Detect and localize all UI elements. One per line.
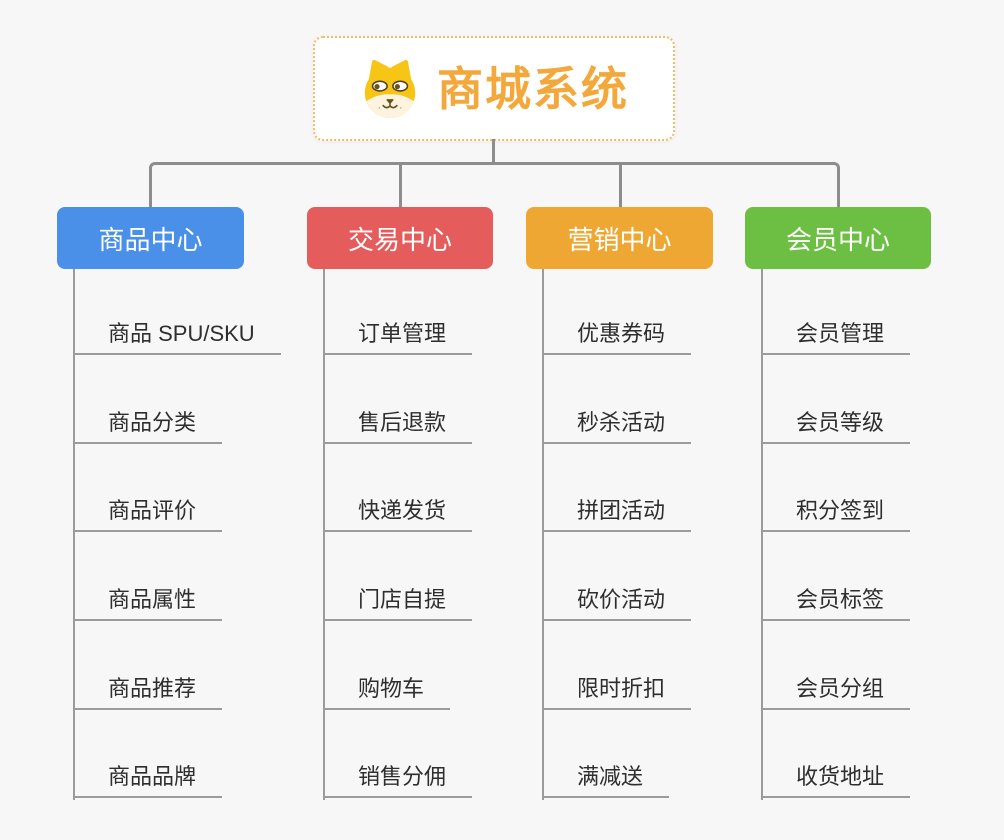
child-topic[interactable]: 商品品牌 <box>75 766 223 798</box>
root-title: 商城系统 <box>437 62 629 115</box>
branch-box-member-center[interactable]: 会员中心 <box>745 207 931 269</box>
branch-label: 会员中心 <box>785 224 890 255</box>
child-topic[interactable]: 商品评价 <box>75 500 223 532</box>
branch-children-marketing: 优惠券码 秒杀活动 拼团活动 砍价活动 限时折扣 满减送 <box>542 269 692 800</box>
child-topic[interactable]: 秒杀活动 <box>544 412 692 444</box>
connector-bus <box>148 162 840 207</box>
child-topic[interactable]: 商品分类 <box>75 412 223 444</box>
child-topic[interactable]: 门店自提 <box>325 589 473 621</box>
child-topic[interactable]: 快递发货 <box>325 500 473 532</box>
branch-label: 营销中心 <box>567 224 672 255</box>
branch-children-product: 商品 SPU/SKU 商品分类 商品评价 商品属性 商品推荐 商品品牌 <box>73 269 281 800</box>
branch-box-trade-center[interactable]: 交易中心 <box>307 207 493 269</box>
branch-label: 商品中心 <box>98 224 203 255</box>
root-node[interactable]: 商城系统 <box>313 36 675 141</box>
branch-children-member: 会员管理 会员等级 积分签到 会员标签 会员分组 收货地址 <box>761 269 911 800</box>
child-topic[interactable]: 积分签到 <box>763 500 911 532</box>
child-topic[interactable]: 限时折扣 <box>544 678 692 710</box>
child-topic[interactable]: 会员管理 <box>763 323 911 355</box>
connector-drop-branch-1 <box>398 164 402 207</box>
child-topic[interactable]: 订单管理 <box>325 323 473 355</box>
child-topic[interactable]: 优惠券码 <box>544 323 692 355</box>
child-topic[interactable]: 售后退款 <box>325 412 473 444</box>
child-topic[interactable]: 拼团活动 <box>544 500 692 532</box>
child-topic[interactable]: 商品 SPU/SKU <box>75 323 281 355</box>
child-topic[interactable]: 满减送 <box>544 766 670 798</box>
child-topic[interactable]: 会员标签 <box>763 589 911 621</box>
connector-root-stub <box>491 139 495 165</box>
child-topic[interactable]: 收货地址 <box>763 766 911 798</box>
child-topic[interactable]: 会员分组 <box>763 678 911 710</box>
branch-children-trade: 订单管理 售后退款 快递发货 门店自提 购物车 销售分佣 <box>323 269 473 800</box>
branch-box-product-center[interactable]: 商品中心 <box>57 207 244 269</box>
child-topic[interactable]: 商品属性 <box>75 589 223 621</box>
child-topic[interactable]: 商品推荐 <box>75 678 223 710</box>
child-topic[interactable]: 销售分佣 <box>325 766 473 798</box>
child-topic[interactable]: 砍价活动 <box>544 589 692 621</box>
child-topic[interactable]: 会员等级 <box>763 412 911 444</box>
connector-drop-branch-2 <box>618 164 622 207</box>
dog-face-icon <box>364 59 416 118</box>
branch-box-marketing-center[interactable]: 营销中心 <box>526 207 713 269</box>
child-topic[interactable]: 购物车 <box>325 678 451 710</box>
branch-label: 交易中心 <box>347 224 452 255</box>
